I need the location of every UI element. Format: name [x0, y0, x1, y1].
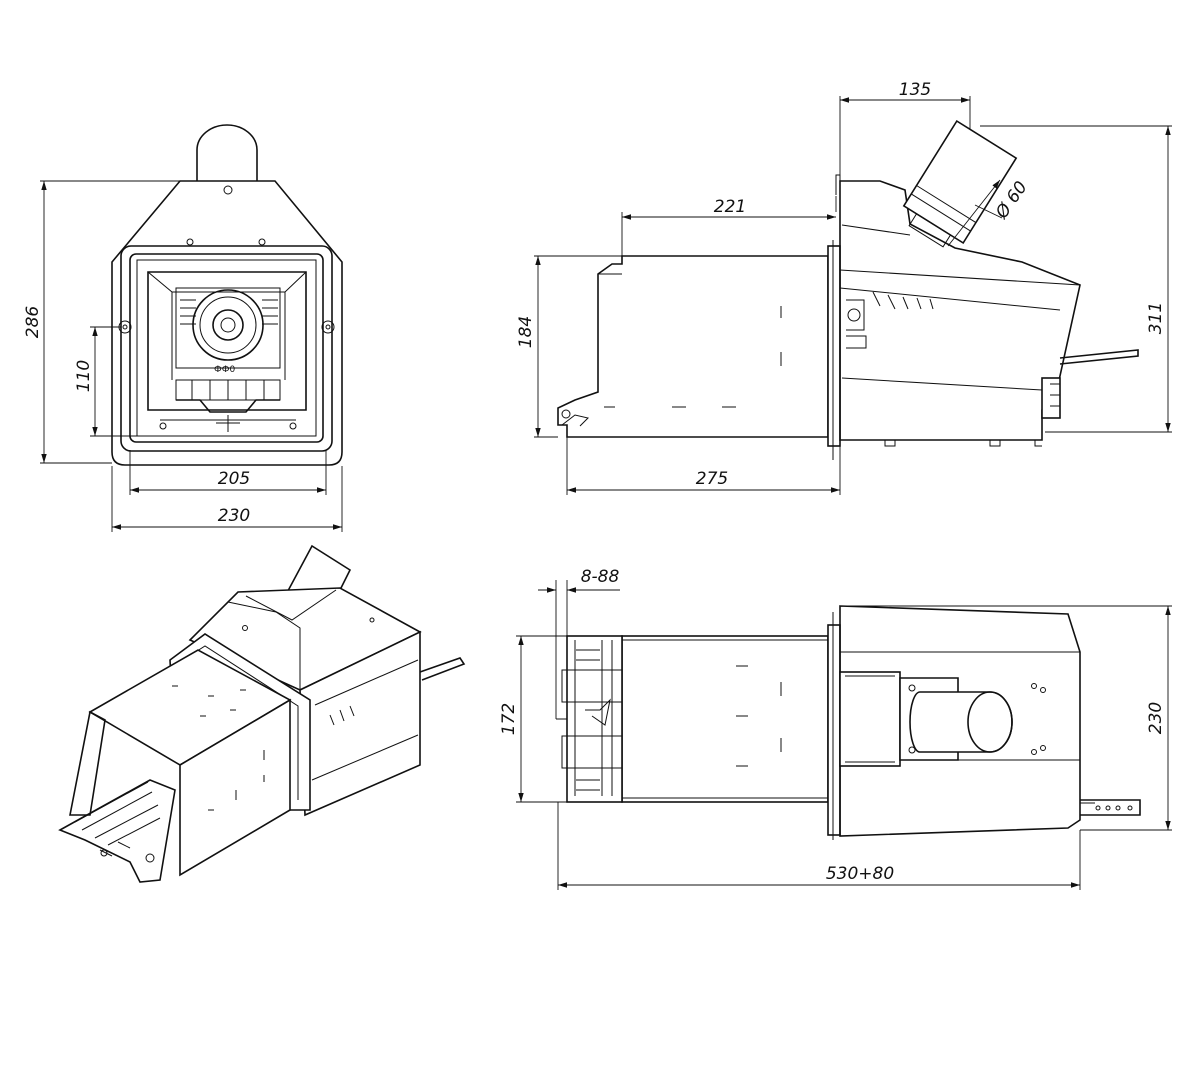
dim-front-inner-width: 205 — [218, 469, 250, 489]
side-view: 135 221 184 311 275 Ø 60 — [516, 80, 1172, 495]
dim-side-body-length: 275 — [696, 469, 728, 489]
dim-top-depth: 230 — [1146, 702, 1166, 734]
dim-front-width: 230 — [218, 506, 250, 526]
top-view: 8-88 172 230 530+80 — [499, 567, 1172, 890]
dim-front-inner-height: 110 — [74, 360, 94, 392]
dim-side-total-height: 311 — [1146, 302, 1166, 334]
front-view: ФФ0 286 110 205 230 — [23, 124, 343, 532]
dim-top-width: 172 — [499, 703, 519, 735]
isometric-view — [58, 544, 466, 883]
dim-top-range: 8-88 — [581, 567, 620, 587]
dim-front-height: 286 — [23, 306, 43, 339]
dim-top-total-length: 530+80 — [826, 864, 894, 884]
dim-side-height: 184 — [516, 316, 536, 348]
svg-text:ФФ0: ФФ0 — [214, 365, 235, 375]
dim-upper-length: 221 — [714, 197, 746, 217]
dim-tube-offset: 135 — [899, 80, 931, 100]
